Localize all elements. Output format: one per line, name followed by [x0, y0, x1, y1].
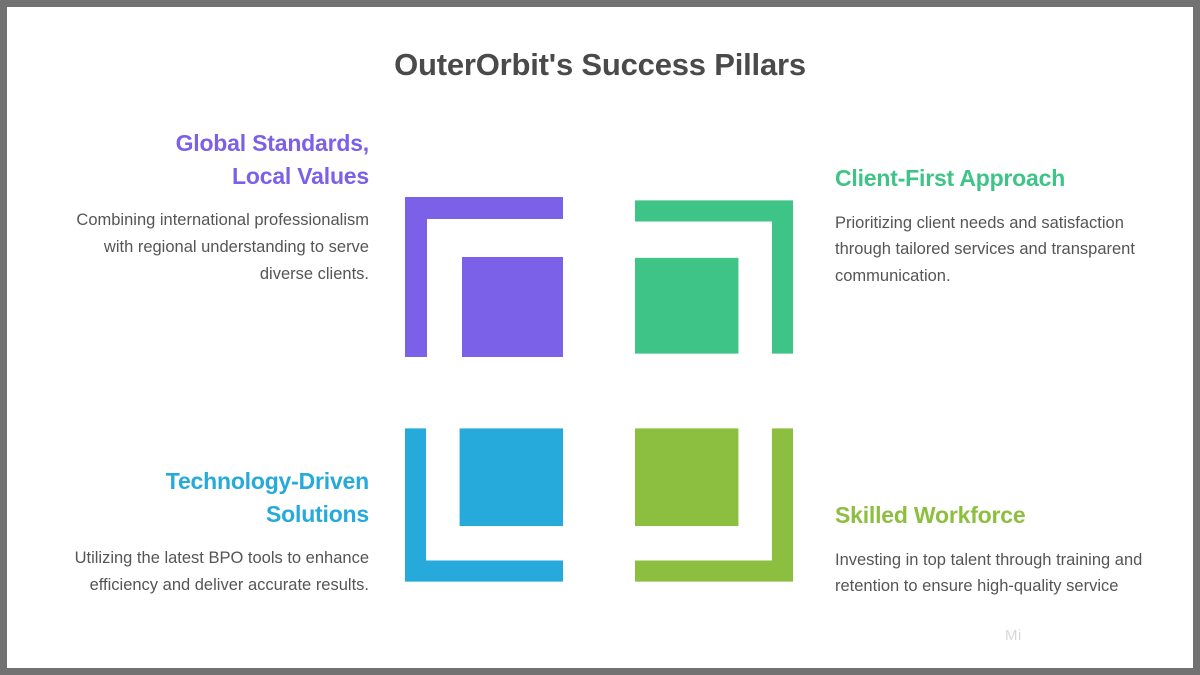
pillar-heading-line-1: Technology-Driven [165, 468, 369, 494]
watermark: Mi [1005, 627, 1022, 644]
pillar-heading-line-2: Local Values [232, 162, 369, 189]
page-title: OuterOrbit's Success Pillars [394, 47, 806, 82]
pillar-body-skilled-workforce: Investing in top talent through training… [835, 550, 1143, 596]
bracket-bottom-left-square-top-right-icon [405, 425, 563, 585]
bracket-bottom-right-square-top-left-icon [635, 425, 793, 585]
bracket-top-left-square-bottom-right-icon [405, 197, 563, 357]
pillar-body-global-standards-local-values: Combining international professionalism … [76, 211, 369, 283]
pillar-block-skilled-workforce: Skilled Workforce Investing in top talen… [835, 499, 1145, 600]
pillar-heading-line-1: Global Standards, [175, 130, 370, 156]
pillar-block-global-standards-local-values: Global Standards, Local Values Combining… [59, 127, 369, 287]
pillar-heading-skilled-workforce: Skilled Workforce [835, 502, 1026, 528]
pillar-body-technology-driven-solutions: Utilizing the latest BPO tools to enhanc… [74, 549, 369, 595]
pillar-block-technology-driven-solutions: Technology-Driven Solutions Utilizing th… [59, 465, 370, 599]
slide-canvas: OuterOrbit's Success Pillars Global Stan… [7, 7, 1193, 668]
pillar-heading-global-standards-local-values: Global Standards, Local Values [59, 127, 370, 192]
bracket-top-right-square-bottom-left-icon [635, 197, 793, 357]
pillar-heading-technology-driven-solutions: Technology-Driven Solutions [59, 465, 369, 530]
pillar-heading-client-first-approach: Client-First Approach [835, 165, 1066, 191]
pillar-body-client-first-approach: Prioritizing client needs and satisfacti… [835, 213, 1135, 286]
pillar-block-client-first-approach: Client-First Approach Prioritizing clien… [835, 162, 1145, 290]
pillar-heading-line-2: Solutions [266, 500, 369, 527]
